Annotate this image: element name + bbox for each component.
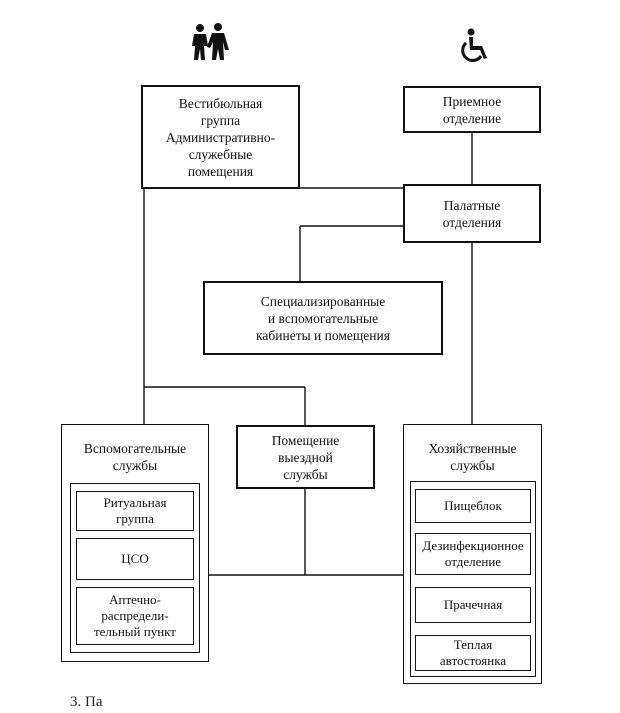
auxiliary-services-frame xyxy=(70,483,200,653)
household-services-frame xyxy=(410,481,536,677)
household-item: Теплая автостоянка xyxy=(415,635,531,671)
vestibule-admin-box: Вестибюльная группа Административно- слу… xyxy=(141,85,300,189)
auxiliary-item: Аптечно- распредели- тельный пункт xyxy=(76,587,194,645)
pedestrians-icon xyxy=(188,22,232,62)
reception-box: Приемное отделение xyxy=(403,86,541,133)
mobile-service-box: Помещение выездной службы xyxy=(236,425,375,489)
wheelchair-icon xyxy=(457,28,493,64)
figure-caption-fragment: 3. Па xyxy=(70,694,103,710)
wards-box: Палатные отделения xyxy=(403,184,541,243)
auxiliary-item: Ритуальная группа xyxy=(76,491,194,531)
specialized-rooms-box: Специализированные и вспомогательные каб… xyxy=(203,281,443,355)
household-services-title: Хозяйственные службы xyxy=(428,441,517,473)
auxiliary-services-title: Вспомогательные службы xyxy=(83,441,187,473)
household-services-panel: Хозяйственные службы Пищеблок Дезинфекци… xyxy=(403,424,542,684)
auxiliary-services-panel: Вспомогательные службы Ритуальная группа… xyxy=(61,424,209,662)
household-item: Прачечная xyxy=(415,587,531,623)
household-item: Дезинфекционное отделение xyxy=(415,533,531,575)
household-item: Пищеблок xyxy=(415,489,531,523)
auxiliary-item: ЦСО xyxy=(76,538,194,580)
